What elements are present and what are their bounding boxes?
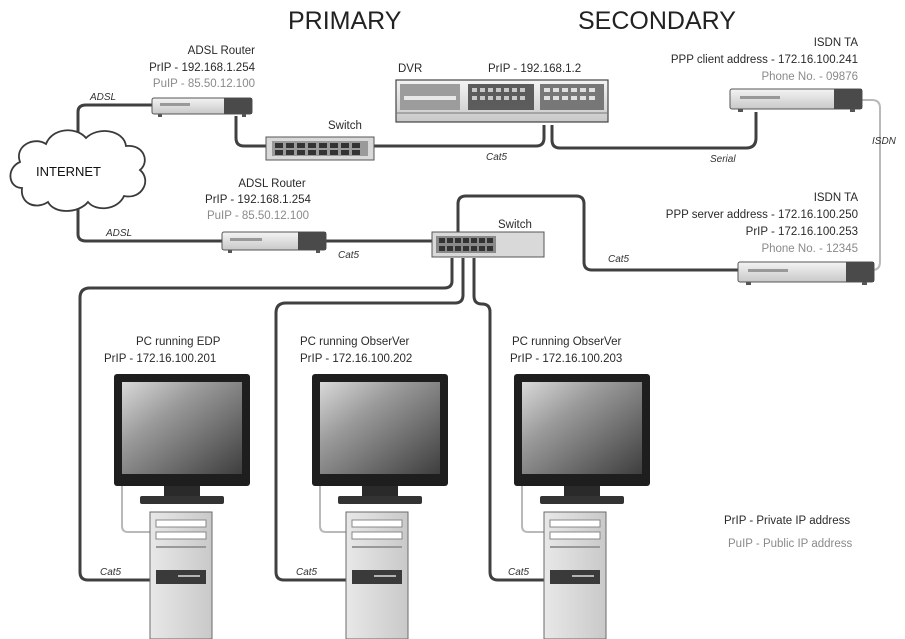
isdn-client-phone: Phone No. - 09876 [761, 71, 858, 83]
cable-cat5-pc2 [274, 258, 465, 582]
legend-public: PuIP - Public IP address [728, 538, 852, 550]
cable-label-serial: Serial [710, 154, 736, 165]
isdn-client-title: ISDN TA [814, 37, 859, 49]
adsl-router-mid [221, 231, 327, 253]
switch-mid [431, 231, 545, 258]
pc-1 [114, 374, 250, 639]
isdn-server-private-ip: PrIP - 172.16.100.253 [746, 226, 858, 238]
cable-isdn [862, 99, 881, 271]
isdn-server-phone: Phone No. - 12345 [761, 243, 858, 255]
isdn-ta-client [729, 88, 863, 112]
cable-label-adsl-mid: ADSL [105, 228, 132, 239]
router-mid-public-ip: PuIP - 85.50.12.100 [207, 210, 309, 222]
switch-mid-label: Switch [498, 219, 532, 231]
cable-cat5-pc3 [472, 258, 582, 582]
cables [76, 99, 881, 582]
dvr-private-ip: PrIP - 192.168.1.2 [488, 63, 581, 75]
cable-label-cat5-pc3: Cat5 [508, 567, 530, 578]
isdn-server-title: ISDN TA [814, 192, 859, 204]
cable-cat5-pc1 [78, 258, 454, 582]
cable-cat5-dvr [372, 125, 546, 148]
pc-tower-icon [149, 511, 213, 639]
isdn-server-ppp: PPP server address - 172.16.100.250 [666, 209, 858, 221]
cable-label-cat5-pc2: Cat5 [296, 567, 318, 578]
dvr [395, 79, 609, 123]
pc-1-ip: PrIP - 172.16.100.201 [104, 353, 216, 365]
pc-3 [514, 374, 650, 639]
monitor-icon [114, 374, 250, 504]
internet-cloud: INTERNET [9, 129, 146, 212]
pc-2-ip: PrIP - 172.16.100.202 [300, 353, 412, 365]
pc-2 [312, 374, 448, 639]
cable-adsl-top [76, 103, 152, 140]
legend-private: PrIP - Private IP address [724, 515, 850, 527]
heading-secondary: SECONDARY [578, 7, 736, 35]
pc-tower-icon [345, 511, 409, 639]
cable-adsl-mid [76, 200, 222, 243]
cable-serial [550, 112, 758, 150]
router-mid-title: ADSL Router [238, 178, 305, 190]
switch-top [265, 136, 375, 161]
monitor-icon [312, 374, 448, 504]
internet-label: INTERNET [36, 164, 101, 179]
pc-2-name: PC running ObserVer [300, 336, 409, 348]
cable-router-switch-top [234, 116, 268, 148]
isdn-client-ppp: PPP client address - 172.16.100.241 [671, 54, 858, 66]
cable-label-cat5-pc1: Cat5 [100, 567, 122, 578]
cable-label-cat5-router: Cat5 [338, 250, 360, 261]
router-mid-private-ip: PrIP - 192.168.1.254 [205, 194, 312, 206]
switch-top-label: Switch [328, 120, 362, 132]
pc-1-name: PC running EDP [136, 336, 221, 348]
pc-3-name: PC running ObserVer [512, 336, 621, 348]
cable-label-cat5-isdn: Cat5 [608, 254, 630, 265]
cable-label-adsl-top: ADSL [89, 92, 116, 103]
pc-3-ip: PrIP - 172.16.100.203 [510, 353, 622, 365]
pc-tower-icon [543, 511, 607, 639]
router-top-public-ip: PuIP - 85.50.12.100 [153, 78, 255, 90]
router-top-title: ADSL Router [188, 45, 255, 57]
router-top-private-ip: PrIP - 192.168.1.254 [149, 62, 256, 74]
cable-label-cat5-dvr: Cat5 [486, 152, 508, 163]
cable-cat5-isdn [456, 194, 738, 272]
isdn-ta-server [737, 261, 875, 285]
heading-primary: PRIMARY [288, 7, 402, 35]
monitor-icon [514, 374, 650, 504]
adsl-router-top [151, 97, 253, 117]
dvr-title: DVR [398, 63, 422, 75]
cable-label-isdn: ISDN [872, 136, 897, 147]
